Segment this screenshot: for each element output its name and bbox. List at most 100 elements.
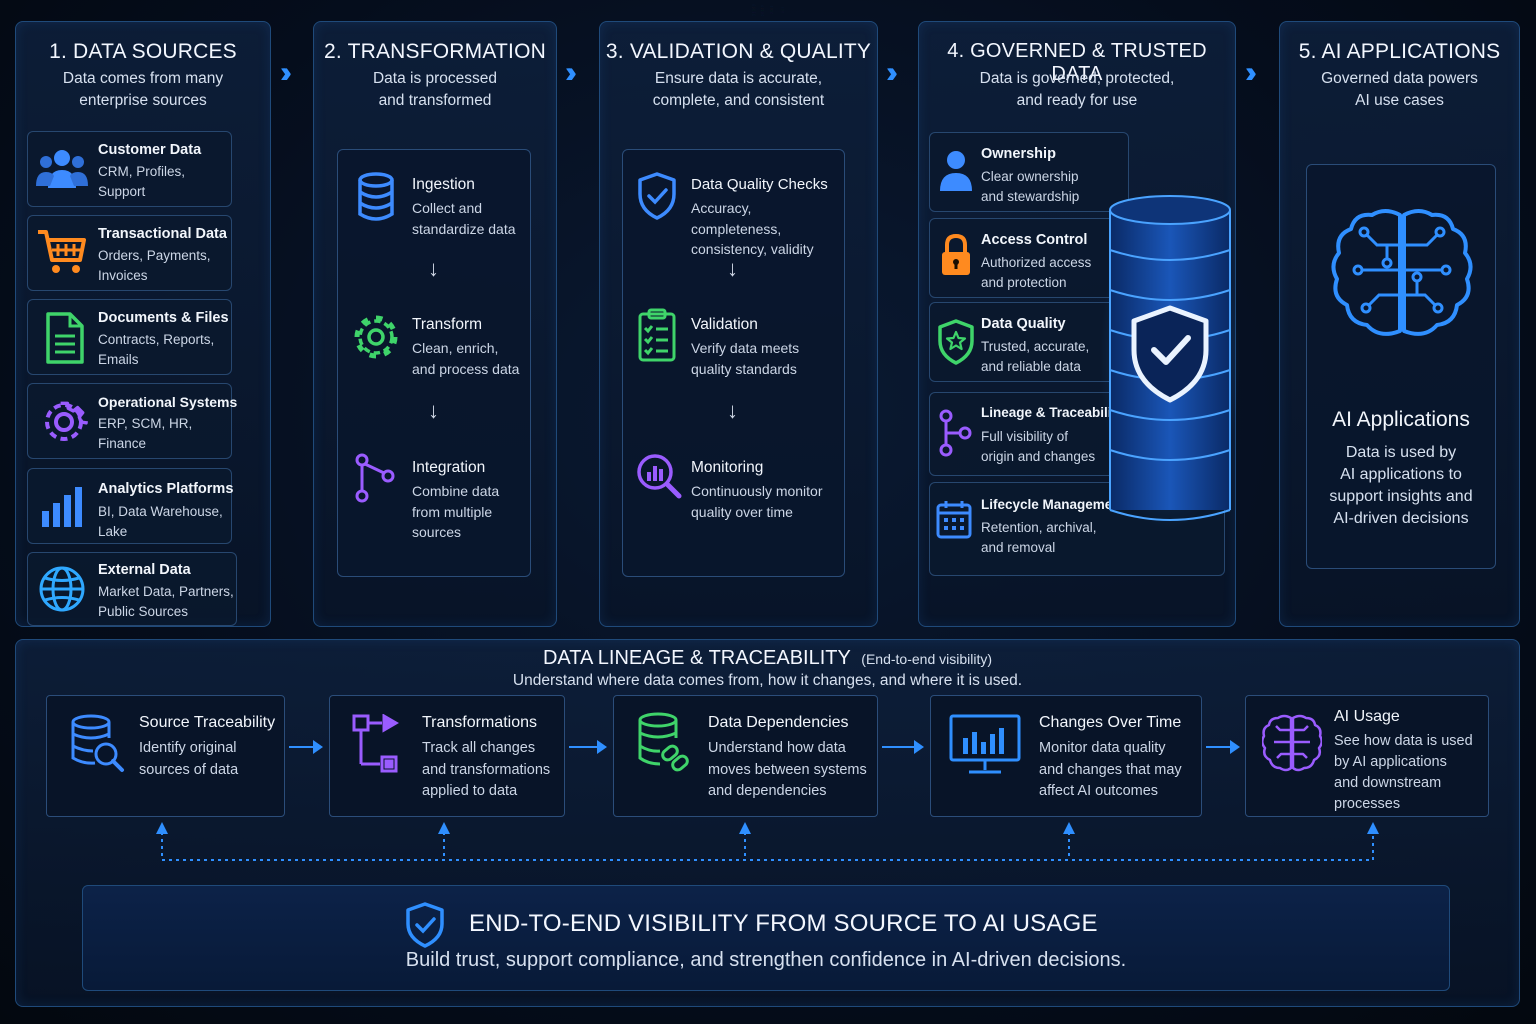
chevron-right-icon: ›› xyxy=(280,56,292,89)
source-title: Transactional Data xyxy=(98,226,227,242)
shield-check-icon xyxy=(406,902,444,948)
stage-subtitle-line: Data is processed xyxy=(372,70,498,87)
step-desc-line: Combine data xyxy=(412,483,500,499)
source-desc-line: BI, Data Warehouse, xyxy=(98,504,223,519)
ai-desc-line: support insights and xyxy=(1329,488,1473,505)
governed-desc-line: Clear ownership xyxy=(981,169,1079,184)
step-desc-line: sources xyxy=(412,524,462,540)
cart-icon xyxy=(38,230,86,273)
source-desc-line: CRM, Profiles, xyxy=(98,164,186,179)
source-card-customer[interactable]: Customer Data CRM, Profiles, Support xyxy=(27,131,232,207)
lineage-desc-line: and transformations xyxy=(422,761,551,778)
arrow-right-icon xyxy=(882,740,924,754)
ai-card[interactable]: AI Applications Data is used by AI appli… xyxy=(1306,164,1496,569)
source-card-transactional[interactable]: Transactional Data Orders, Payments, Inv… xyxy=(27,215,232,291)
governed-desc: Trusted, accurate, and reliable data xyxy=(981,337,1089,377)
lineage-card-changes[interactable]: Changes Over Time Monitor data quality a… xyxy=(930,695,1202,817)
stage-subtitle: Data comes from many enterprise sources xyxy=(16,68,270,112)
lineage-desc-line: affect AI outcomes xyxy=(1039,783,1159,799)
lineage-title: DATA LINEAGE & TRACEABILITY xyxy=(542,647,851,669)
step-desc: Combine data from multiple sources xyxy=(412,481,499,543)
step-title: Transform xyxy=(412,316,483,333)
step-desc-line: Accuracy, completeness, xyxy=(691,200,782,237)
calendar-icon xyxy=(936,501,972,539)
governed-card-quality[interactable]: Data Quality Trusted, accurate, and reli… xyxy=(929,302,1129,382)
source-card-external[interactable]: External Data Market Data, Partners, Pub… xyxy=(27,552,237,626)
lineage-desc-line: Identify original xyxy=(139,740,237,756)
step-desc: Continuously monitor quality over time xyxy=(691,481,823,522)
stage-title: 2. TRANSFORMATION xyxy=(324,40,546,63)
person-icon xyxy=(940,151,972,191)
governed-desc: Full visibility of origin and changes xyxy=(981,427,1095,467)
lineage-card-title: AI Usage xyxy=(1334,708,1400,725)
down-arrow-icon: ↓ xyxy=(428,256,439,281)
lineage-card-transformations[interactable]: Transformations Track all changes and tr… xyxy=(329,695,565,817)
lineage-desc-line: and dependencies xyxy=(708,783,827,799)
lineage-card-desc: Track all changes and transformations ap… xyxy=(422,738,550,803)
lineage-desc-line: moves between systems xyxy=(708,761,867,778)
step-desc-line: Continuously monitor xyxy=(691,483,823,499)
lineage-card-desc: See how data is used by AI applications … xyxy=(1334,731,1473,815)
governed-title: Lifecycle Management xyxy=(981,497,1126,512)
source-desc-line: Public Sources xyxy=(98,604,189,619)
source-title: Customer Data xyxy=(98,142,202,158)
brain-icon xyxy=(1331,209,1473,336)
lineage-card-dependencies[interactable]: Data Dependencies Understand how data mo… xyxy=(613,695,878,817)
flow-steps-icon xyxy=(352,714,399,773)
step-desc: Verify data meets quality standards xyxy=(691,338,799,379)
governed-desc: Authorized access and protection xyxy=(981,253,1091,293)
stage-subtitle-line: Governed data powers xyxy=(1321,70,1478,87)
governed-desc-line: and reliable data xyxy=(981,359,1081,374)
source-desc: ERP, SCM, HR, Finance xyxy=(98,414,192,454)
globe-icon xyxy=(39,566,85,612)
source-card-documents[interactable]: Documents & Files Contracts, Reports, Em… xyxy=(27,299,232,375)
chevron-right-icon: ›› xyxy=(1245,56,1257,89)
lineage-card-source[interactable]: Source Traceability Identify original so… xyxy=(46,695,285,817)
source-desc-line: Lake xyxy=(98,524,128,539)
governed-card-ownership[interactable]: Ownership Clear ownership and stewardshi… xyxy=(929,132,1129,212)
source-card-operational[interactable]: Operational Systems ERP, SCM, HR, Financ… xyxy=(27,383,237,459)
source-desc: Orders, Payments, Invoices xyxy=(98,246,211,286)
governed-title: Lineage & Traceability xyxy=(981,405,1124,420)
secure-database-icon xyxy=(1100,190,1240,530)
step-desc: Clean, enrich, and process data xyxy=(412,338,519,379)
footer-title: END-TO-END VISIBILITY FROM SOURCE TO AI … xyxy=(469,910,1098,937)
source-desc-line: Emails xyxy=(98,352,139,367)
lineage-desc-line: by AI applications xyxy=(1334,754,1447,770)
lineage-desc-line: Monitor data quality xyxy=(1039,740,1166,756)
magnifier-chart-icon xyxy=(637,454,682,499)
governed-desc-line: and stewardship xyxy=(981,189,1080,204)
source-desc-line: Market Data, Partners, xyxy=(98,584,234,599)
governed-desc: Retention, archival, and removal xyxy=(981,518,1097,558)
monitor-chart-icon xyxy=(949,714,1021,774)
validation-steps: Data Quality Checks Accuracy, completene… xyxy=(622,149,845,577)
database-search-icon xyxy=(71,714,124,772)
step-desc-line: consistency, validity xyxy=(691,241,814,257)
down-arrow-icon: ↓ xyxy=(727,398,738,423)
stage-subtitle: Data is governed, protected, and ready f… xyxy=(919,68,1235,112)
stage-subtitle: Governed data powers AI use cases xyxy=(1280,68,1519,112)
gear-icon xyxy=(354,315,398,359)
lineage-icon xyxy=(939,409,972,457)
ai-desc: Data is used by AI applications to suppo… xyxy=(1307,442,1495,530)
brain-icon xyxy=(1262,714,1322,772)
lineage-desc-line: and downstream xyxy=(1334,775,1442,791)
step-desc: Collect and standardize data xyxy=(412,198,516,239)
governed-card-lineage[interactable]: Lineage & Traceability Full visibility o… xyxy=(929,392,1129,476)
step-desc-line: quality over time xyxy=(691,503,793,520)
ai-desc-line: AI-driven decisions xyxy=(1333,510,1469,527)
database-link-icon xyxy=(638,712,689,772)
stage-subtitle-line: Data comes from many xyxy=(62,70,224,87)
source-card-analytics[interactable]: Analytics Platforms BI, Data Warehouse, … xyxy=(27,468,233,544)
governed-desc-line: and removal xyxy=(981,540,1056,555)
step-title: Data Quality Checks xyxy=(691,176,828,193)
ai-desc-line: Data is used by xyxy=(1345,444,1457,461)
stage-subtitle-line: and transformed xyxy=(378,92,492,109)
step-desc-line: Clean, enrich, xyxy=(412,340,499,356)
step-title: Monitoring xyxy=(691,459,764,476)
source-title: External Data xyxy=(98,562,191,578)
footer-banner: END-TO-END VISIBILITY FROM SOURCE TO AI … xyxy=(82,885,1450,991)
governed-card-access[interactable]: Access Control Authorized access and pro… xyxy=(929,218,1129,298)
lineage-card-title: Data Dependencies xyxy=(708,714,849,731)
lineage-card-ai-usage[interactable]: AI Usage See how data is used by AI appl… xyxy=(1245,695,1489,817)
